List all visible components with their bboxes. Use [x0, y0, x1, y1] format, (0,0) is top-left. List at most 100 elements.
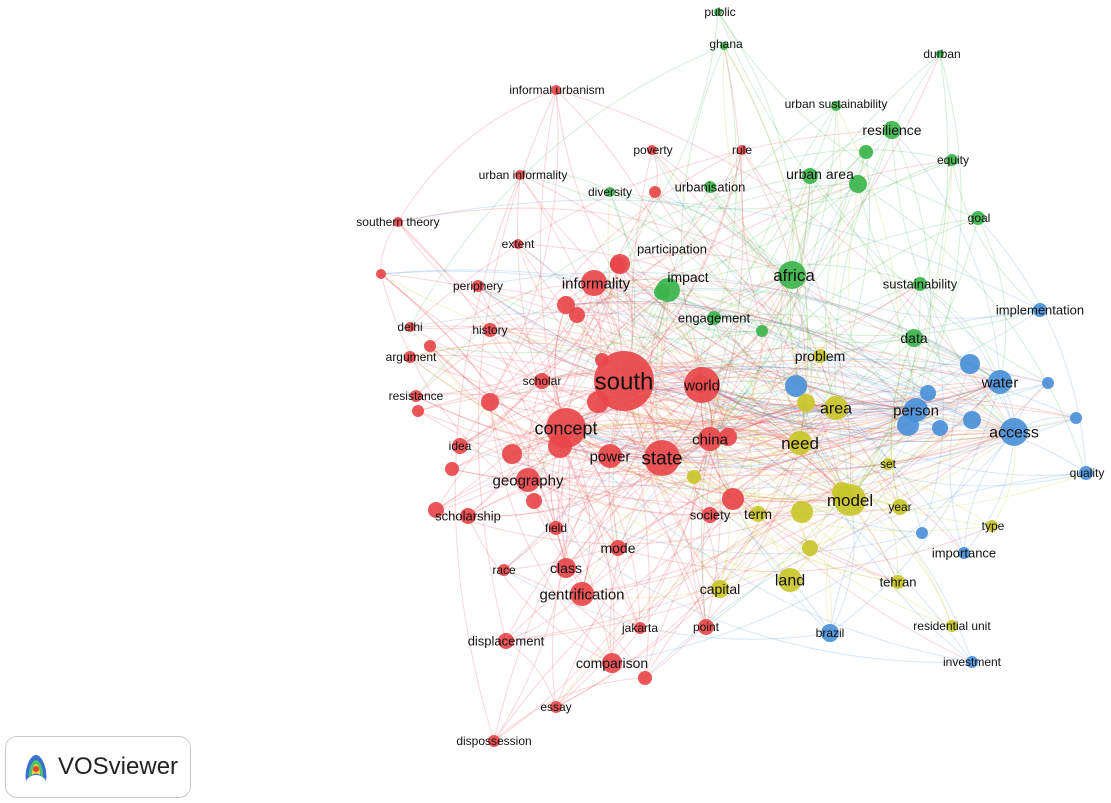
node-point[interactable]	[698, 619, 714, 635]
network-node[interactable]	[569, 307, 585, 323]
node-class[interactable]	[556, 558, 576, 578]
node-durban[interactable]	[936, 50, 944, 58]
node-urban-sustainability[interactable]	[831, 101, 841, 111]
network-node[interactable]	[849, 175, 867, 193]
node-term[interactable]	[750, 506, 766, 522]
node-importance[interactable]	[958, 547, 970, 559]
node-equity[interactable]	[946, 154, 958, 166]
node-participation[interactable]	[610, 257, 626, 273]
network-node[interactable]	[376, 269, 386, 279]
network-node[interactable]	[526, 493, 542, 509]
node-informal-urbanism[interactable]	[551, 85, 561, 95]
node-argument[interactable]	[404, 351, 416, 363]
node-geography[interactable]	[516, 468, 540, 492]
network-node[interactable]	[722, 488, 744, 510]
network-node[interactable]	[649, 186, 661, 198]
node-society[interactable]	[702, 507, 718, 523]
network-node[interactable]	[785, 375, 807, 397]
node-extent[interactable]	[513, 239, 523, 249]
node-access[interactable]	[1000, 418, 1028, 446]
network-node[interactable]	[756, 325, 768, 337]
node-capital[interactable]	[711, 580, 729, 598]
node-water[interactable]	[988, 370, 1012, 394]
node-data[interactable]	[905, 329, 923, 347]
network-node[interactable]	[424, 340, 436, 352]
node-public[interactable]	[714, 8, 722, 16]
node-type[interactable]	[986, 520, 998, 532]
node-field[interactable]	[549, 521, 563, 535]
node-implementation[interactable]	[1033, 303, 1047, 317]
node-set[interactable]	[882, 458, 894, 470]
network-node[interactable]	[654, 284, 670, 300]
network-node[interactable]	[802, 540, 818, 556]
node-year[interactable]	[892, 499, 908, 515]
node-jakarta[interactable]	[634, 622, 646, 634]
node-area[interactable]	[824, 396, 848, 420]
network-node[interactable]	[638, 671, 652, 685]
network-node[interactable]	[960, 354, 980, 374]
network-node[interactable]	[719, 428, 737, 446]
node-essay[interactable]	[550, 701, 562, 713]
node-residential-unit[interactable]	[946, 620, 958, 632]
node-engagement[interactable]	[707, 311, 721, 325]
network-node[interactable]	[920, 385, 936, 401]
node-diversity[interactable]	[605, 187, 615, 197]
network-node[interactable]	[502, 444, 522, 464]
node-investment[interactable]	[966, 656, 978, 668]
network-node[interactable]	[859, 145, 873, 159]
network-node[interactable]	[587, 391, 609, 413]
node-sustainability[interactable]	[913, 277, 927, 291]
network-node[interactable]	[791, 501, 813, 523]
node-scholarship[interactable]	[460, 508, 476, 524]
node-state[interactable]	[644, 440, 680, 476]
node-scholar[interactable]	[534, 373, 550, 389]
network-node[interactable]	[445, 462, 459, 476]
node-problem[interactable]	[813, 349, 827, 363]
node-quality[interactable]	[1079, 466, 1093, 480]
network-node[interactable]	[1042, 377, 1054, 389]
node-africa[interactable]	[778, 261, 806, 289]
network-node[interactable]	[897, 414, 919, 436]
node-resilience[interactable]	[883, 121, 901, 139]
node-gentrification[interactable]	[570, 582, 594, 606]
node-rule[interactable]	[737, 145, 747, 155]
node-periphery[interactable]	[472, 280, 484, 292]
node-power[interactable]	[598, 444, 622, 468]
node-displacement[interactable]	[498, 633, 514, 649]
node-ghana[interactable]	[720, 42, 728, 50]
node-urbanisation[interactable]	[704, 181, 716, 193]
node-race[interactable]	[498, 564, 510, 576]
network-node[interactable]	[832, 482, 852, 502]
network-node[interactable]	[412, 405, 424, 417]
network-node[interactable]	[963, 411, 981, 429]
network-node[interactable]	[595, 353, 609, 367]
node-resistance[interactable]	[410, 390, 422, 402]
node-goal[interactable]	[971, 211, 985, 225]
network-node[interactable]	[557, 296, 575, 314]
node-southern-theory[interactable]	[393, 217, 403, 227]
node-need[interactable]	[788, 431, 812, 455]
node-urban-area[interactable]	[802, 168, 818, 184]
node-brazil[interactable]	[821, 624, 839, 642]
node-idea[interactable]	[452, 438, 468, 454]
node-land[interactable]	[778, 568, 802, 592]
node-mode[interactable]	[610, 540, 626, 556]
network-node[interactable]	[687, 470, 701, 484]
node-china[interactable]	[698, 427, 722, 451]
node-urban-informality[interactable]	[515, 170, 525, 180]
node-poverty[interactable]	[647, 145, 657, 155]
node-delhi[interactable]	[405, 322, 415, 332]
network-node[interactable]	[428, 502, 444, 518]
network-node[interactable]	[691, 375, 709, 393]
network-node[interactable]	[1070, 412, 1082, 424]
node-history[interactable]	[483, 323, 497, 337]
node-south[interactable]	[594, 351, 654, 411]
node-comparison[interactable]	[602, 653, 622, 673]
node-dispossession[interactable]	[488, 735, 500, 747]
network-node[interactable]	[797, 394, 815, 412]
network-node[interactable]	[481, 393, 499, 411]
network-node[interactable]	[916, 527, 928, 539]
node-informality[interactable]	[581, 270, 607, 296]
node-tehran[interactable]	[891, 575, 905, 589]
